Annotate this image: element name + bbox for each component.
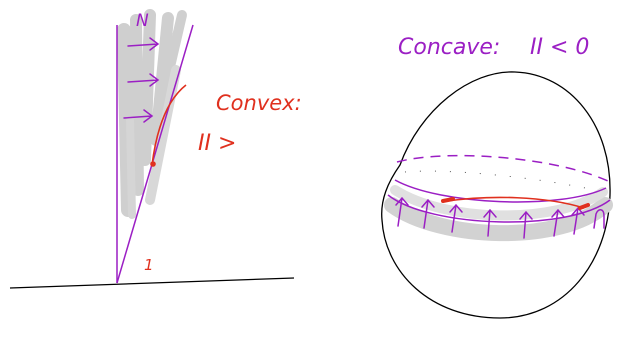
band-arrow-2: [421, 198, 435, 229]
concave-curve-end-mark: [578, 203, 590, 210]
shaded-region: [117, 9, 187, 219]
band-arrow-1: [395, 196, 409, 227]
concave-label: Concave:: [398, 35, 500, 60]
band-top-rim: [396, 154, 611, 183]
vertical-mark: 1: [144, 256, 154, 274]
band-dotted-rim: [404, 170, 596, 191]
left-panel: N 1 Convex: II >: [9, 9, 302, 289]
band-arrow-4: [483, 208, 497, 237]
band-front-edge-upper: [394, 179, 607, 203]
normal-label: N: [136, 11, 149, 31]
concave-inequality: II < 0: [530, 35, 589, 60]
convex-curve: [151, 84, 187, 166]
right-panel: Concave: II < 0: [381, 35, 613, 319]
slanted-line: [116, 24, 194, 284]
normal-arrows: [123, 37, 160, 123]
normal-arrow-2: [127, 73, 160, 87]
normal-arrow-1: [127, 37, 160, 51]
convex-inequality: II >: [198, 131, 236, 156]
concave-curve-start-mark: [441, 197, 455, 203]
band-arrow-3: [449, 203, 463, 233]
band-arrow-6: [551, 208, 565, 237]
band-arrow-8: [593, 209, 605, 229]
sphere-outline: [381, 71, 611, 319]
band-arrows: [395, 196, 605, 239]
ground-line: [9, 277, 295, 289]
normal-arrow-3: [123, 109, 154, 123]
convex-curve-endpoint: [150, 161, 156, 167]
band-shading: [384, 185, 613, 242]
band-front-edge-lower: [387, 194, 611, 223]
convex-label: Convex:: [216, 91, 302, 115]
concave-curve: [446, 196, 585, 209]
band-arrow-5: [519, 210, 533, 239]
